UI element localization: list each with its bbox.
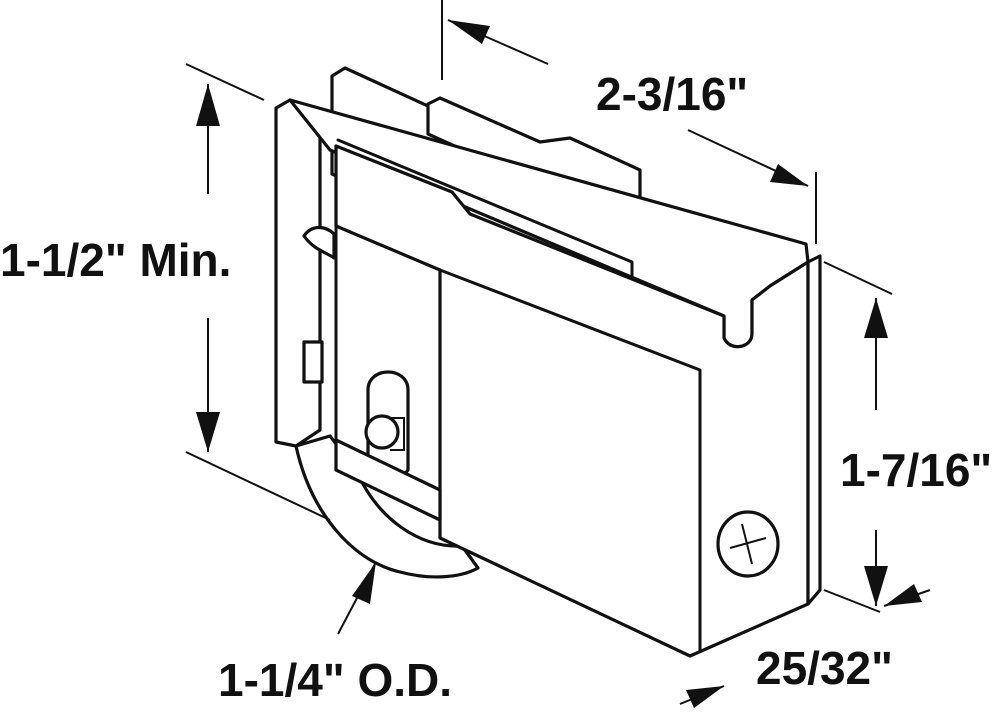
- height-label: 1-7/16": [840, 444, 992, 496]
- length-label: 2-3/16": [596, 68, 748, 120]
- phillips-screw-icon: [716, 510, 780, 578]
- front-top-edge: [438, 268, 702, 652]
- side-flange: [274, 98, 322, 448]
- adjust-slot: [302, 340, 324, 384]
- adjuster-screw: [364, 414, 400, 450]
- dim-thickness: [679, 584, 931, 708]
- dim-wheel-od: [337, 561, 377, 635]
- wheel-od-label: 1-1/4" O.D.: [218, 654, 452, 706]
- min-height-label: 1-1/2" Min.: [0, 234, 231, 286]
- dim-min-height: [185, 63, 331, 521]
- housing-front: [334, 144, 810, 658]
- housing-side: [806, 254, 822, 606]
- dim-height: [823, 261, 893, 613]
- thickness-label: 25/32": [756, 642, 893, 694]
- dim-length: [441, 0, 817, 244]
- mounting-tab: [302, 225, 336, 260]
- adjuster-stem: [390, 417, 405, 451]
